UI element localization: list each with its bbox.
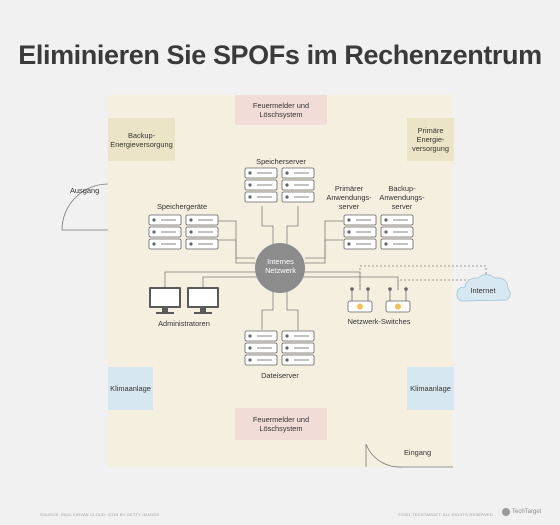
internet-label: Internet bbox=[470, 286, 496, 295]
fire-suppression-top: Feuermelder und Löschsystem bbox=[235, 95, 327, 125]
admin-monitor-icon bbox=[187, 287, 219, 314]
entrance-label: Eingang bbox=[404, 448, 432, 457]
server-rack-icon bbox=[185, 214, 219, 250]
server-rack-icon bbox=[281, 330, 315, 366]
internal-network-label: Internes Netzwerk bbox=[265, 257, 296, 275]
storage-devices-label: Speichergeräte bbox=[156, 202, 208, 211]
server-rack-icon bbox=[281, 167, 315, 203]
ac-unit-left: Klimaanlage bbox=[108, 367, 153, 410]
primary-power-box: Primäre Energie-versorgung bbox=[407, 118, 454, 161]
internet-cloud-icon bbox=[456, 274, 511, 302]
page-title: Eliminieren Sie SPOFs im Rechenzentrum bbox=[18, 40, 542, 70]
network-switches-label: Netzwerk-Switches bbox=[347, 317, 411, 326]
admin-monitor-icon bbox=[149, 287, 181, 314]
fire-suppression-bottom: Feuermelder und Löschsystem bbox=[235, 408, 327, 440]
techtarget-logo-icon bbox=[502, 508, 510, 516]
exit-label: Ausgang bbox=[70, 186, 100, 195]
exit-door-icon bbox=[61, 183, 109, 231]
ac-unit-right: Klimaanlage bbox=[407, 367, 454, 410]
storage-servers-label: Speicherserver bbox=[256, 157, 306, 166]
server-rack-icon bbox=[343, 214, 377, 250]
file-servers-label: Dateiserver bbox=[261, 371, 299, 380]
primary-app-server-label: Primärer Anwendungs-server bbox=[326, 184, 372, 211]
network-switch-icon bbox=[385, 287, 411, 313]
backup-app-server-label: Backup-Anwendungs-server bbox=[379, 184, 425, 211]
server-rack-icon bbox=[148, 214, 182, 250]
source-credit: SOURCE: PAUL KIRVAN CLOUD: ICON BY GETTY… bbox=[40, 512, 160, 517]
entrance-door-icon bbox=[365, 443, 453, 468]
server-rack-icon bbox=[380, 214, 414, 250]
network-switch-icon bbox=[347, 287, 373, 313]
administrators-label: Administratoren bbox=[158, 319, 210, 328]
brand-name: TechTarget bbox=[512, 509, 542, 515]
internal-network-node bbox=[255, 243, 305, 293]
server-rack-icon bbox=[244, 167, 278, 203]
copyright-credit: ©2021 TECHTARGET. ALL RIGHTS RESERVED bbox=[398, 512, 493, 517]
backup-power-box: Backup-Energieversorgung bbox=[108, 118, 175, 161]
server-rack-icon bbox=[244, 330, 278, 366]
